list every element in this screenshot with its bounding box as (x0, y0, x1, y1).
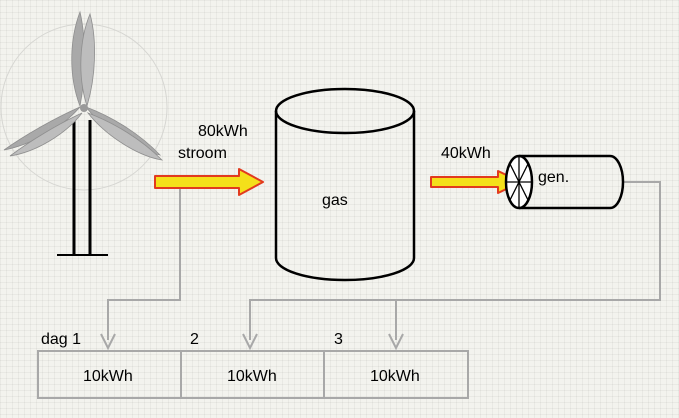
day-table-border (37, 350, 469, 399)
generator (504, 154, 625, 210)
generator-body (519, 154, 625, 210)
day-header: 2 (190, 331, 199, 348)
connector-turbine-to-day1 (107, 188, 181, 340)
rotor-circle (0, 23, 168, 191)
day-header: 3 (334, 331, 343, 348)
arrowhead-day3 (388, 333, 404, 351)
energy-in-label: 80kWh (198, 123, 248, 140)
day-value: 10kWh (83, 368, 133, 385)
arrowhead-day2 (242, 333, 258, 351)
arrowhead-day1 (100, 333, 116, 351)
wind-turbine (0, 10, 168, 256)
day-value: 10kWh (370, 368, 420, 385)
energy-out-label: 40kWh (441, 145, 491, 162)
day-header: dag 1 (41, 331, 81, 348)
day-table (37, 350, 469, 399)
blade (80, 12, 95, 108)
generator-label: gen. (538, 169, 569, 186)
gas-label: gas (322, 192, 348, 209)
connector-generator-to-day2 (249, 181, 661, 340)
tank-top (274, 87, 416, 135)
blade (86, 112, 164, 161)
energy-arrow-to-gas (154, 168, 264, 196)
blade (9, 112, 83, 157)
connectors (107, 181, 661, 340)
tank-body (274, 111, 416, 282)
rotor-hub (80, 104, 88, 112)
connector-arrowheads (100, 333, 404, 351)
gas-tank (274, 87, 416, 282)
stroom-label: stroom (178, 145, 227, 162)
generator-spokes-icon (506, 156, 532, 208)
day-value: 10kWh (227, 368, 277, 385)
